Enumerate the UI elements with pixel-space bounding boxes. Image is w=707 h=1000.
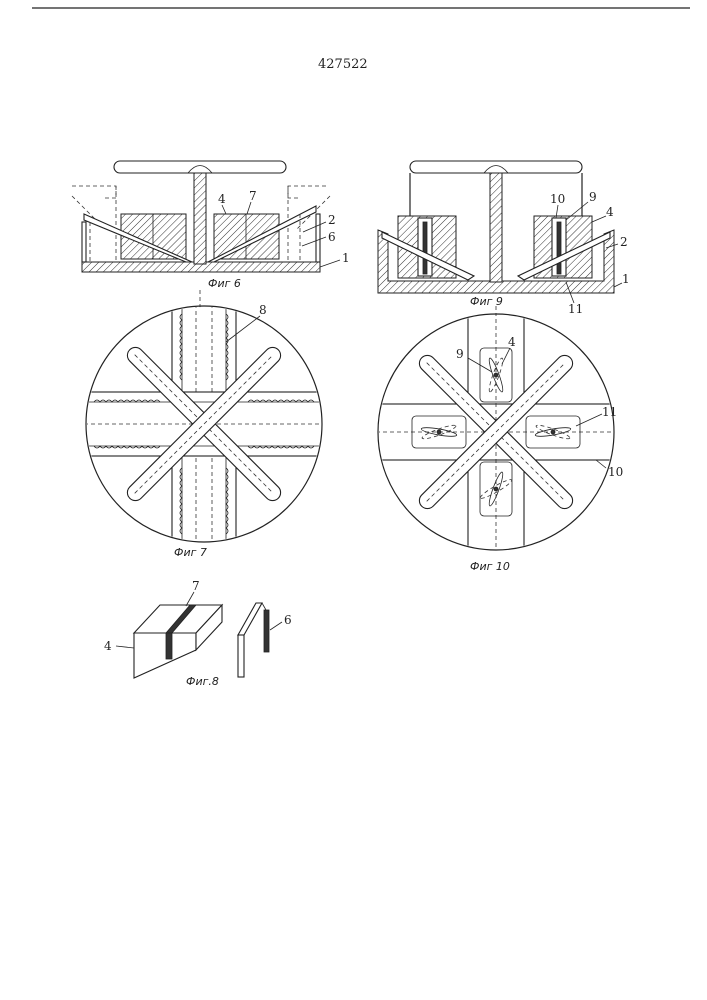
figure-6: 4 7 2 6 1 Фиг 6 — [72, 161, 350, 308]
fig6-label-2: 2 — [328, 213, 336, 227]
fig9-label-1: 1 — [622, 272, 630, 286]
fig8-label-4: 4 — [104, 639, 112, 653]
fig10-label-11: 11 — [602, 405, 617, 419]
fig9-label-2: 2 — [620, 235, 628, 249]
fig10-label-10: 10 — [608, 465, 623, 479]
fig6-label-7: 7 — [249, 189, 257, 203]
fig10-label-9: 9 — [456, 347, 464, 361]
fig8-plate — [238, 635, 244, 677]
fig6-label-6: 6 — [328, 230, 336, 244]
fig6-block-right — [214, 214, 279, 259]
fig6-top-head — [114, 161, 286, 173]
fig8-block-front — [134, 633, 196, 678]
fig6-central-stem — [194, 172, 206, 264]
fig9-caption: Фиг 9 — [470, 295, 503, 308]
fig9-label-4: 4 — [606, 205, 614, 219]
figure-10: 4 9 11 10 — [376, 312, 623, 552]
fig6-label-1: 1 — [342, 251, 350, 265]
fig9-label-11: 11 — [568, 302, 583, 316]
fig8-label-6: 6 — [284, 613, 292, 627]
fig7-caption: Фиг 7 — [174, 546, 207, 559]
fig9-central-stem — [490, 172, 502, 282]
fig10-caption: Фиг 10 — [470, 560, 510, 573]
figure-7: 8 — [84, 303, 324, 544]
fig9-top-head — [410, 161, 582, 173]
fig8-label-7: 7 — [192, 579, 200, 593]
figure-9: 10 9 4 2 1 11 Фиг 9 — [378, 161, 630, 325]
fig6-caption: Фиг 6 — [208, 277, 241, 290]
fig9-label-9: 9 — [589, 190, 597, 204]
figure-8: 7 4 6 Фиг.8 — [104, 579, 292, 688]
fig6-label-4: 4 — [218, 192, 226, 206]
patent-number: 427522 — [318, 57, 368, 72]
fig7-label-8: 8 — [259, 303, 267, 317]
fig9-label-10: 10 — [550, 192, 565, 206]
fig10-label-4: 4 — [508, 335, 516, 349]
fig8-caption: Фиг.8 — [186, 675, 219, 688]
